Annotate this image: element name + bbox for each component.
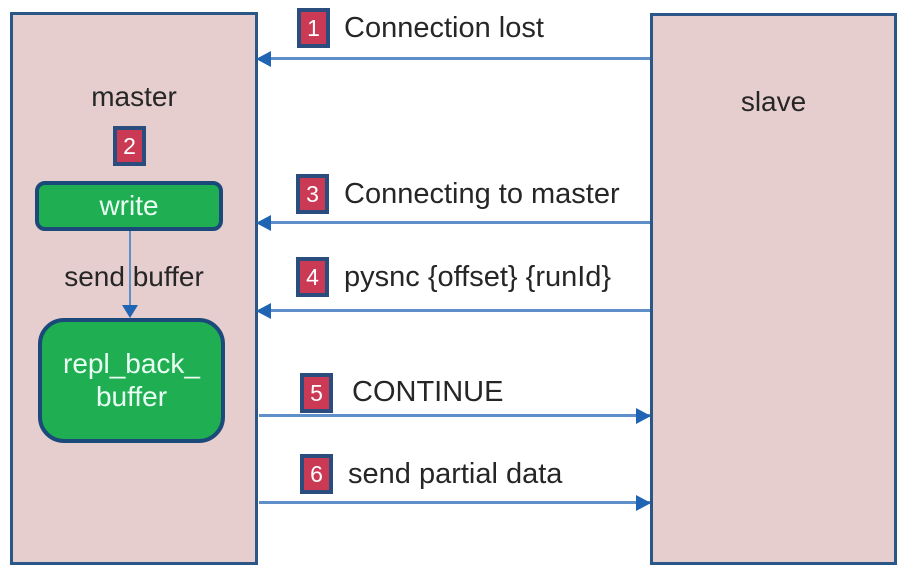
step-5-badge: 5 xyxy=(300,373,333,413)
master-actor-box: master 2 write send buffer repl_back_ bu… xyxy=(10,12,258,565)
step-3-badge: 3 xyxy=(296,174,329,214)
arrow-right-icon xyxy=(636,495,651,511)
repl-back-buffer-box: repl_back_ buffer xyxy=(38,318,225,443)
message-3-label: Connecting to master xyxy=(344,178,620,210)
slave-title: slave xyxy=(740,86,807,117)
message-6-arrow xyxy=(259,501,650,504)
arrow-down-icon xyxy=(122,305,138,318)
message-5-label: CONTINUE xyxy=(352,376,504,408)
slave-actor-box: slave xyxy=(650,13,897,565)
arrow-right-icon xyxy=(636,408,651,424)
message-1-arrow xyxy=(259,57,650,60)
message-1-label: Connection lost xyxy=(344,12,544,44)
step-2-badge: 2 xyxy=(113,126,146,166)
message-4-arrow xyxy=(259,309,650,312)
send-buffer-label: send buffer xyxy=(64,261,204,292)
arrow-left-icon xyxy=(256,215,271,231)
arrow-left-icon xyxy=(256,303,271,319)
message-4-label: pysnc {offset} {runId} xyxy=(344,261,612,293)
step-1-badge: 1 xyxy=(297,8,330,48)
write-to-buffer-connector xyxy=(129,231,131,313)
message-5-arrow xyxy=(259,414,650,417)
write-box: write xyxy=(35,181,223,231)
step-4-badge: 4 xyxy=(296,257,329,297)
step-6-badge: 6 xyxy=(300,454,333,494)
master-title: master xyxy=(91,81,177,112)
arrow-left-icon xyxy=(256,51,271,67)
message-6-label: send partial data xyxy=(348,458,563,490)
message-3-arrow xyxy=(259,221,650,224)
